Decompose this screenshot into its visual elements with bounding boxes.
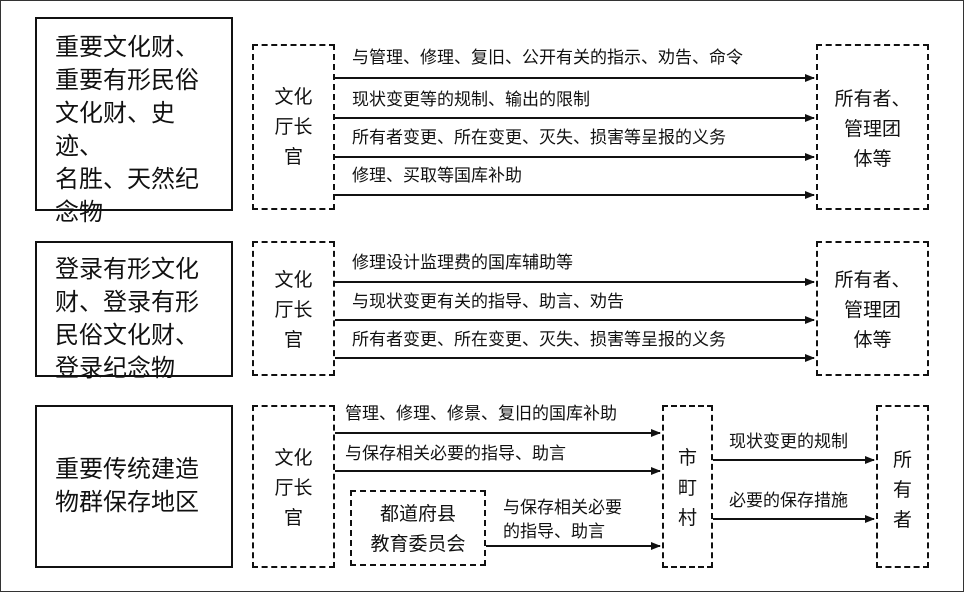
- category-box-1: 重要文化财、 重要有形民俗 文化财、史迹、 名胜、天然纪 念物: [35, 17, 233, 226]
- authority-box-3: 文化 厅长 官: [252, 405, 335, 568]
- owner-box: 所 有 者: [876, 405, 929, 568]
- category-text-2: 登录有形文化 财、登录有形 民俗文化财、 登录纪念物: [55, 255, 199, 382]
- recipient-box-1: 所有者、 管理团 体等: [816, 44, 929, 210]
- municipality-text: 市 町 村: [677, 447, 697, 529]
- authority-box-2: 文化 厅长 官: [252, 241, 335, 376]
- arrow-label-s3-pref: 与保存相关必要 的指导、助言: [503, 498, 622, 542]
- owner-text: 所 有 者: [892, 449, 912, 531]
- arrow-label-s3-2: 与保存相关必要的指导、助言: [345, 444, 566, 464]
- municipality-box: 市 町 村: [662, 405, 713, 568]
- arrow-label-s2-1: 修理设计监理费的国库辅助等: [352, 253, 573, 273]
- recipient-text-2: 所有者、 管理团 体等: [834, 269, 911, 351]
- authority-text-3: 文化 厅长 官: [274, 447, 313, 529]
- arrow-label-s3-owner-2: 必要的保存措施: [729, 491, 848, 511]
- category-box-3: 重要传统建造 物群保存地区: [35, 405, 233, 568]
- prefecture-text: 都道府县 教育委员会: [370, 503, 466, 555]
- category-text-3: 重要传统建造 物群保存地区: [55, 455, 199, 516]
- recipient-box-2: 所有者、 管理团 体等: [816, 241, 929, 376]
- arrow-label-s2-3: 所有者变更、所在变更、灭失、损害等呈报的义务: [352, 330, 726, 350]
- authority-text-1: 文化 厅长 官: [274, 86, 313, 168]
- arrow-label-s1-3: 所有者变更、所在变更、灭失、损害等呈报的义务: [352, 128, 726, 148]
- arrow-label-s1-2: 现状变更等的规制、输出的限制: [352, 90, 590, 110]
- category-text-1: 重要文化财、 重要有形民俗 文化财、史迹、 名胜、天然纪 念物: [55, 33, 199, 226]
- authority-text-2: 文化 厅长 官: [274, 269, 313, 351]
- recipient-text-1: 所有者、 管理团 体等: [834, 88, 911, 170]
- arrow-label-s3-owner-1: 现状变更的规制: [729, 432, 848, 452]
- category-box-2: 登录有形文化 财、登录有形 民俗文化财、 登录纪念物: [35, 241, 233, 382]
- arrow-label-s1-1: 与管理、修理、复旧、公开有关的指示、劝告、命令: [352, 48, 743, 68]
- arrow-label-s2-2: 与现状变更有关的指导、助言、劝告: [352, 292, 624, 312]
- authority-box-1: 文化 厅长 官: [252, 44, 335, 210]
- arrow-label-s1-4: 修理、买取等国库补助: [352, 166, 522, 186]
- arrow-label-s3-1: 管理、修理、修景、复旧的国库补助: [345, 404, 617, 424]
- prefecture-box: 都道府县 教育委员会: [350, 490, 486, 566]
